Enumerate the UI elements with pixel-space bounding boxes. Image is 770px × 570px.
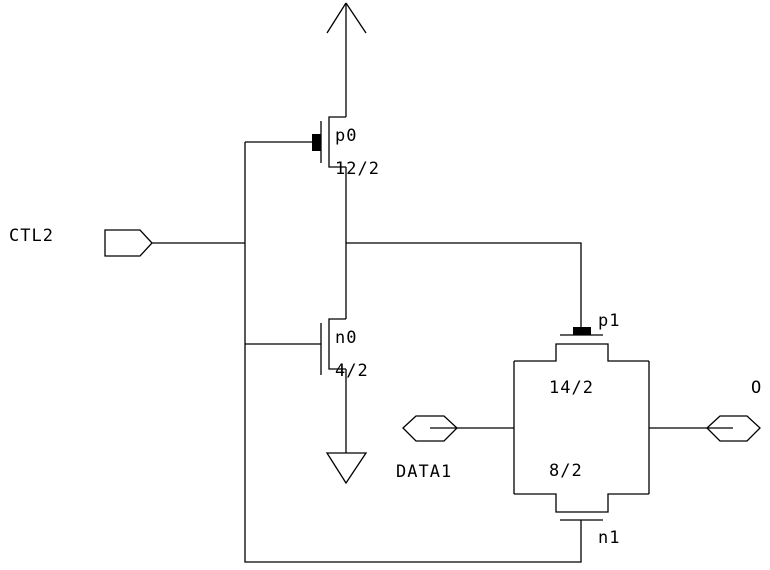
n1-size-label: 8/2 <box>549 461 583 481</box>
p0-name-label: p0 <box>335 126 357 146</box>
transistor-p1[interactable] <box>514 327 649 362</box>
transistor-n0[interactable] <box>245 318 346 375</box>
p0-size-label: 12/2 <box>335 159 380 179</box>
inverter-output-wire <box>346 242 582 327</box>
n1-name-label: n1 <box>598 528 620 548</box>
ctl2-label: CTL2 <box>9 226 54 246</box>
vdd-arrow-icon <box>326 2 367 117</box>
output-bidir-pin[interactable] <box>649 415 761 442</box>
p0-bubble-marker <box>312 134 321 151</box>
n0-name-label: n0 <box>335 328 357 348</box>
output-label: O <box>751 378 762 398</box>
ground-icon <box>325 369 368 485</box>
n0-size-label: 4/2 <box>335 361 369 381</box>
p1-name-label: p1 <box>598 311 620 331</box>
ctl2-net-wire <box>244 142 582 563</box>
transistor-p0[interactable] <box>245 116 346 168</box>
data1-label: DATA1 <box>396 462 452 482</box>
data1-bidir-pin[interactable] <box>402 415 514 442</box>
ctl2-input-pin[interactable] <box>104 229 245 257</box>
transistor-n1[interactable] <box>514 493 649 521</box>
p1-bubble-marker <box>573 327 591 335</box>
p1-size-label: 14/2 <box>549 378 594 398</box>
